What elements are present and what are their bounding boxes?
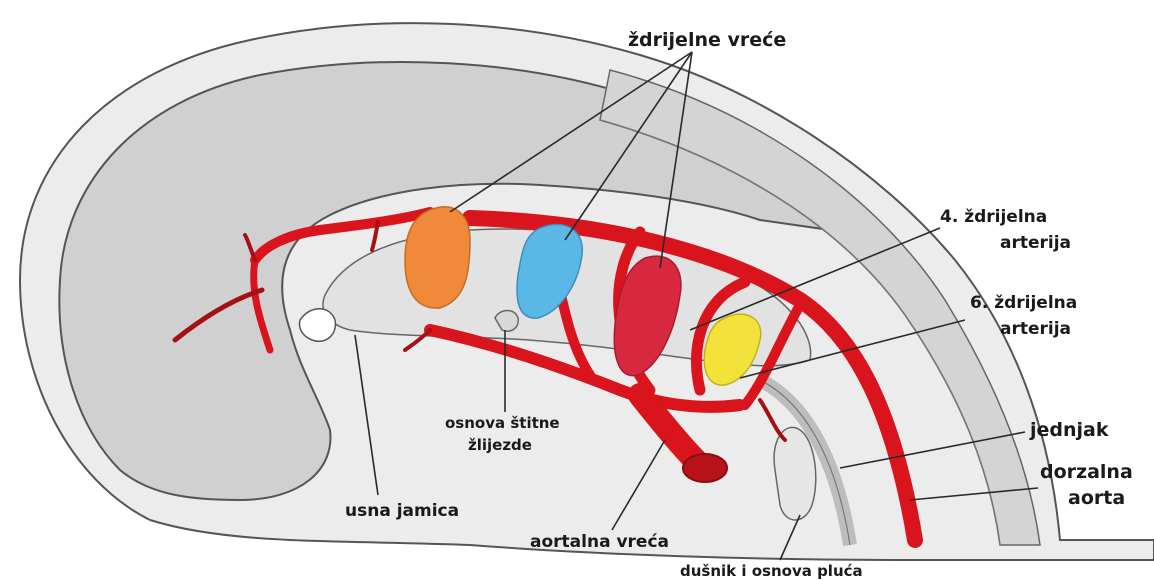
stomodeum-label: usna jamica [345, 501, 459, 521]
stomodeum-shape [300, 309, 336, 342]
aortic-sac-opening [683, 454, 727, 482]
fourth-artery-label-line1: 4. ždrijelna [940, 207, 1047, 227]
aortic-sac-label: aortalna vreća [530, 532, 669, 552]
esophagus-label: jednjak [1029, 419, 1109, 441]
thyroid-label-line1: osnova štitne [445, 414, 560, 432]
sixth-artery-label-line1: 6. ždrijelna [970, 293, 1077, 313]
pharyngeal-pouches-label: ždrijelne vreće [628, 29, 786, 51]
trachea-lung-bud [774, 427, 816, 520]
thyroid-label-line2: žlijezde [468, 436, 532, 454]
dorsal-aorta-label-line2: aorta [1068, 487, 1125, 509]
sixth-artery-label-line2: arterija [1000, 319, 1071, 339]
fourth-artery-label-line2: arterija [1000, 233, 1071, 253]
dorsal-aorta-label-line1: dorzalna [1040, 461, 1133, 483]
pharyngeal-pouch-1-orange [405, 207, 470, 308]
trachea-lung-label: dušnik i osnova pluća [680, 562, 863, 580]
